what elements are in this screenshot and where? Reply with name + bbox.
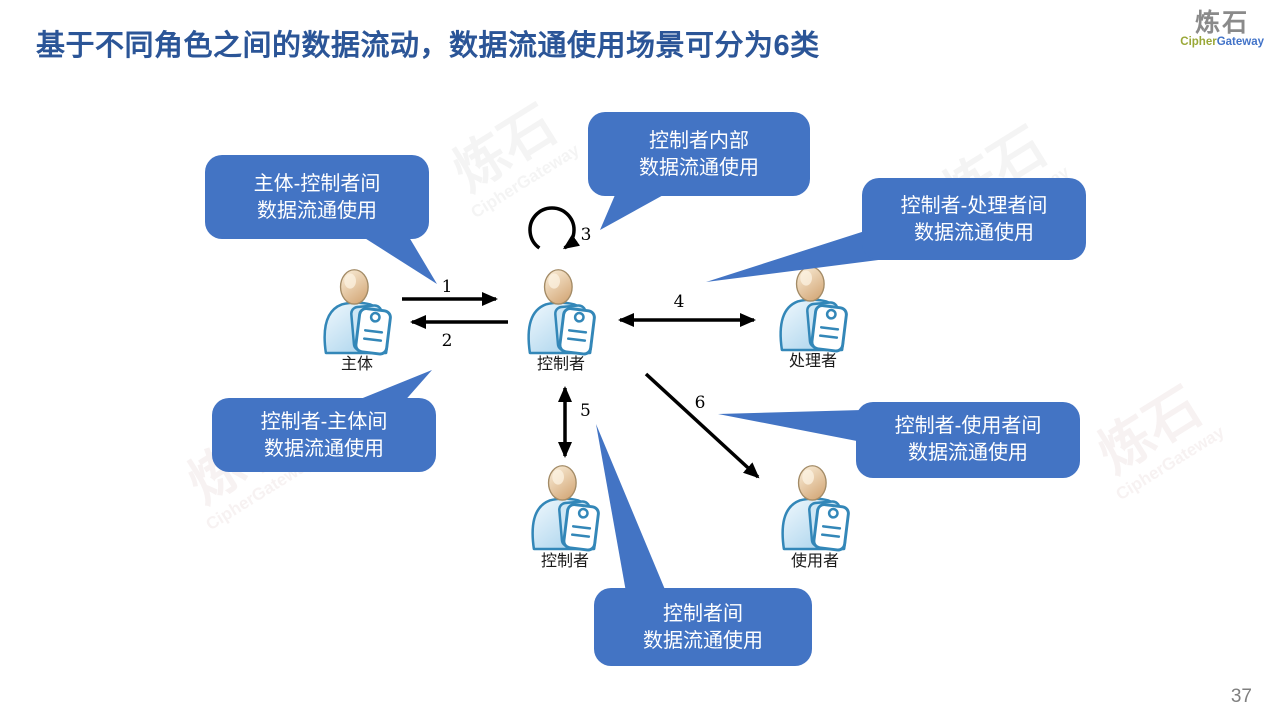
flow-arrow-1: 1	[402, 277, 498, 306]
cipher-gateway-logo: 炼石 CipherGateway	[1180, 9, 1264, 49]
actor-user: 使用者	[781, 464, 851, 570]
person-icon	[527, 268, 597, 357]
callout-controller-user: 控制者-使用者间 数据流通使用	[718, 402, 1080, 478]
actor-controller-bottom: 控制者	[531, 464, 601, 570]
flow-arrow-4: 4	[618, 292, 756, 327]
flow-arrow-5: 5	[558, 386, 591, 458]
svg-text:控制者-处理者间: 控制者-处理者间	[901, 194, 1048, 217]
callout-controller-controller: 控制者间 数据流通使用	[594, 424, 812, 666]
person-icon	[323, 268, 393, 357]
actor-subject: 主体	[323, 268, 393, 373]
slide-title: 基于不同角色之间的数据流动，数据流通使用场景可分为6类	[36, 30, 820, 62]
svg-text:数据流通使用: 数据流通使用	[257, 199, 377, 222]
flow-arrow-2: 2	[410, 315, 508, 351]
svg-text:数据流通使用: 数据流通使用	[264, 437, 384, 460]
callout-controller-subject: 控制者-主体间 数据流通使用	[212, 370, 436, 472]
svg-text:数据流通使用: 数据流通使用	[643, 629, 763, 652]
actor-label-user: 使用者	[791, 552, 839, 570]
page-number: 37	[1230, 686, 1252, 707]
flow-number-1: 1	[442, 277, 453, 297]
person-icon	[781, 464, 851, 553]
svg-text:控制者-主体间: 控制者-主体间	[261, 410, 388, 433]
svg-text:控制者-使用者间: 控制者-使用者间	[895, 414, 1042, 437]
actor-processor: 处理者	[779, 265, 849, 370]
actor-controller-center: 控制者	[527, 268, 597, 373]
svg-text:主体-控制者间: 主体-控制者间	[254, 172, 381, 195]
flow-arrow-3-self-loop: 3	[528, 206, 592, 250]
flow-arrow-6: 6	[644, 372, 760, 479]
logo-subtitle: CipherGateway	[1180, 36, 1264, 48]
person-icon	[779, 265, 849, 354]
callout-subject-controller: 主体-控制者间 数据流通使用	[205, 155, 437, 284]
flow-number-6: 6	[695, 393, 706, 413]
svg-text:控制者间: 控制者间	[663, 602, 743, 625]
actor-label-subject: 主体	[341, 355, 373, 373]
person-icon	[531, 464, 601, 553]
actor-label-controller-bottom: 控制者	[541, 552, 589, 570]
actor-label-processor: 处理者	[789, 352, 837, 370]
flow-number-3: 3	[581, 225, 592, 245]
logo-wordmark: 炼石	[1195, 9, 1250, 37]
flow-number-2: 2	[442, 331, 453, 351]
logo-cipher: Cipher	[1180, 36, 1217, 49]
svg-text:控制者内部: 控制者内部	[649, 129, 749, 152]
svg-text:数据流通使用: 数据流通使用	[914, 221, 1034, 244]
svg-text:数据流通使用: 数据流通使用	[908, 441, 1028, 464]
svg-text:数据流通使用: 数据流通使用	[639, 156, 759, 179]
actor-label-controller-center: 控制者	[537, 355, 585, 373]
flow-number-5: 5	[580, 401, 591, 421]
callout-controller-processor: 控制者-处理者间 数据流通使用	[706, 178, 1086, 282]
callout-controller-internal: 控制者内部 数据流通使用	[588, 112, 810, 230]
flow-number-4: 4	[674, 292, 685, 312]
logo-gateway: Gateway	[1216, 36, 1264, 49]
